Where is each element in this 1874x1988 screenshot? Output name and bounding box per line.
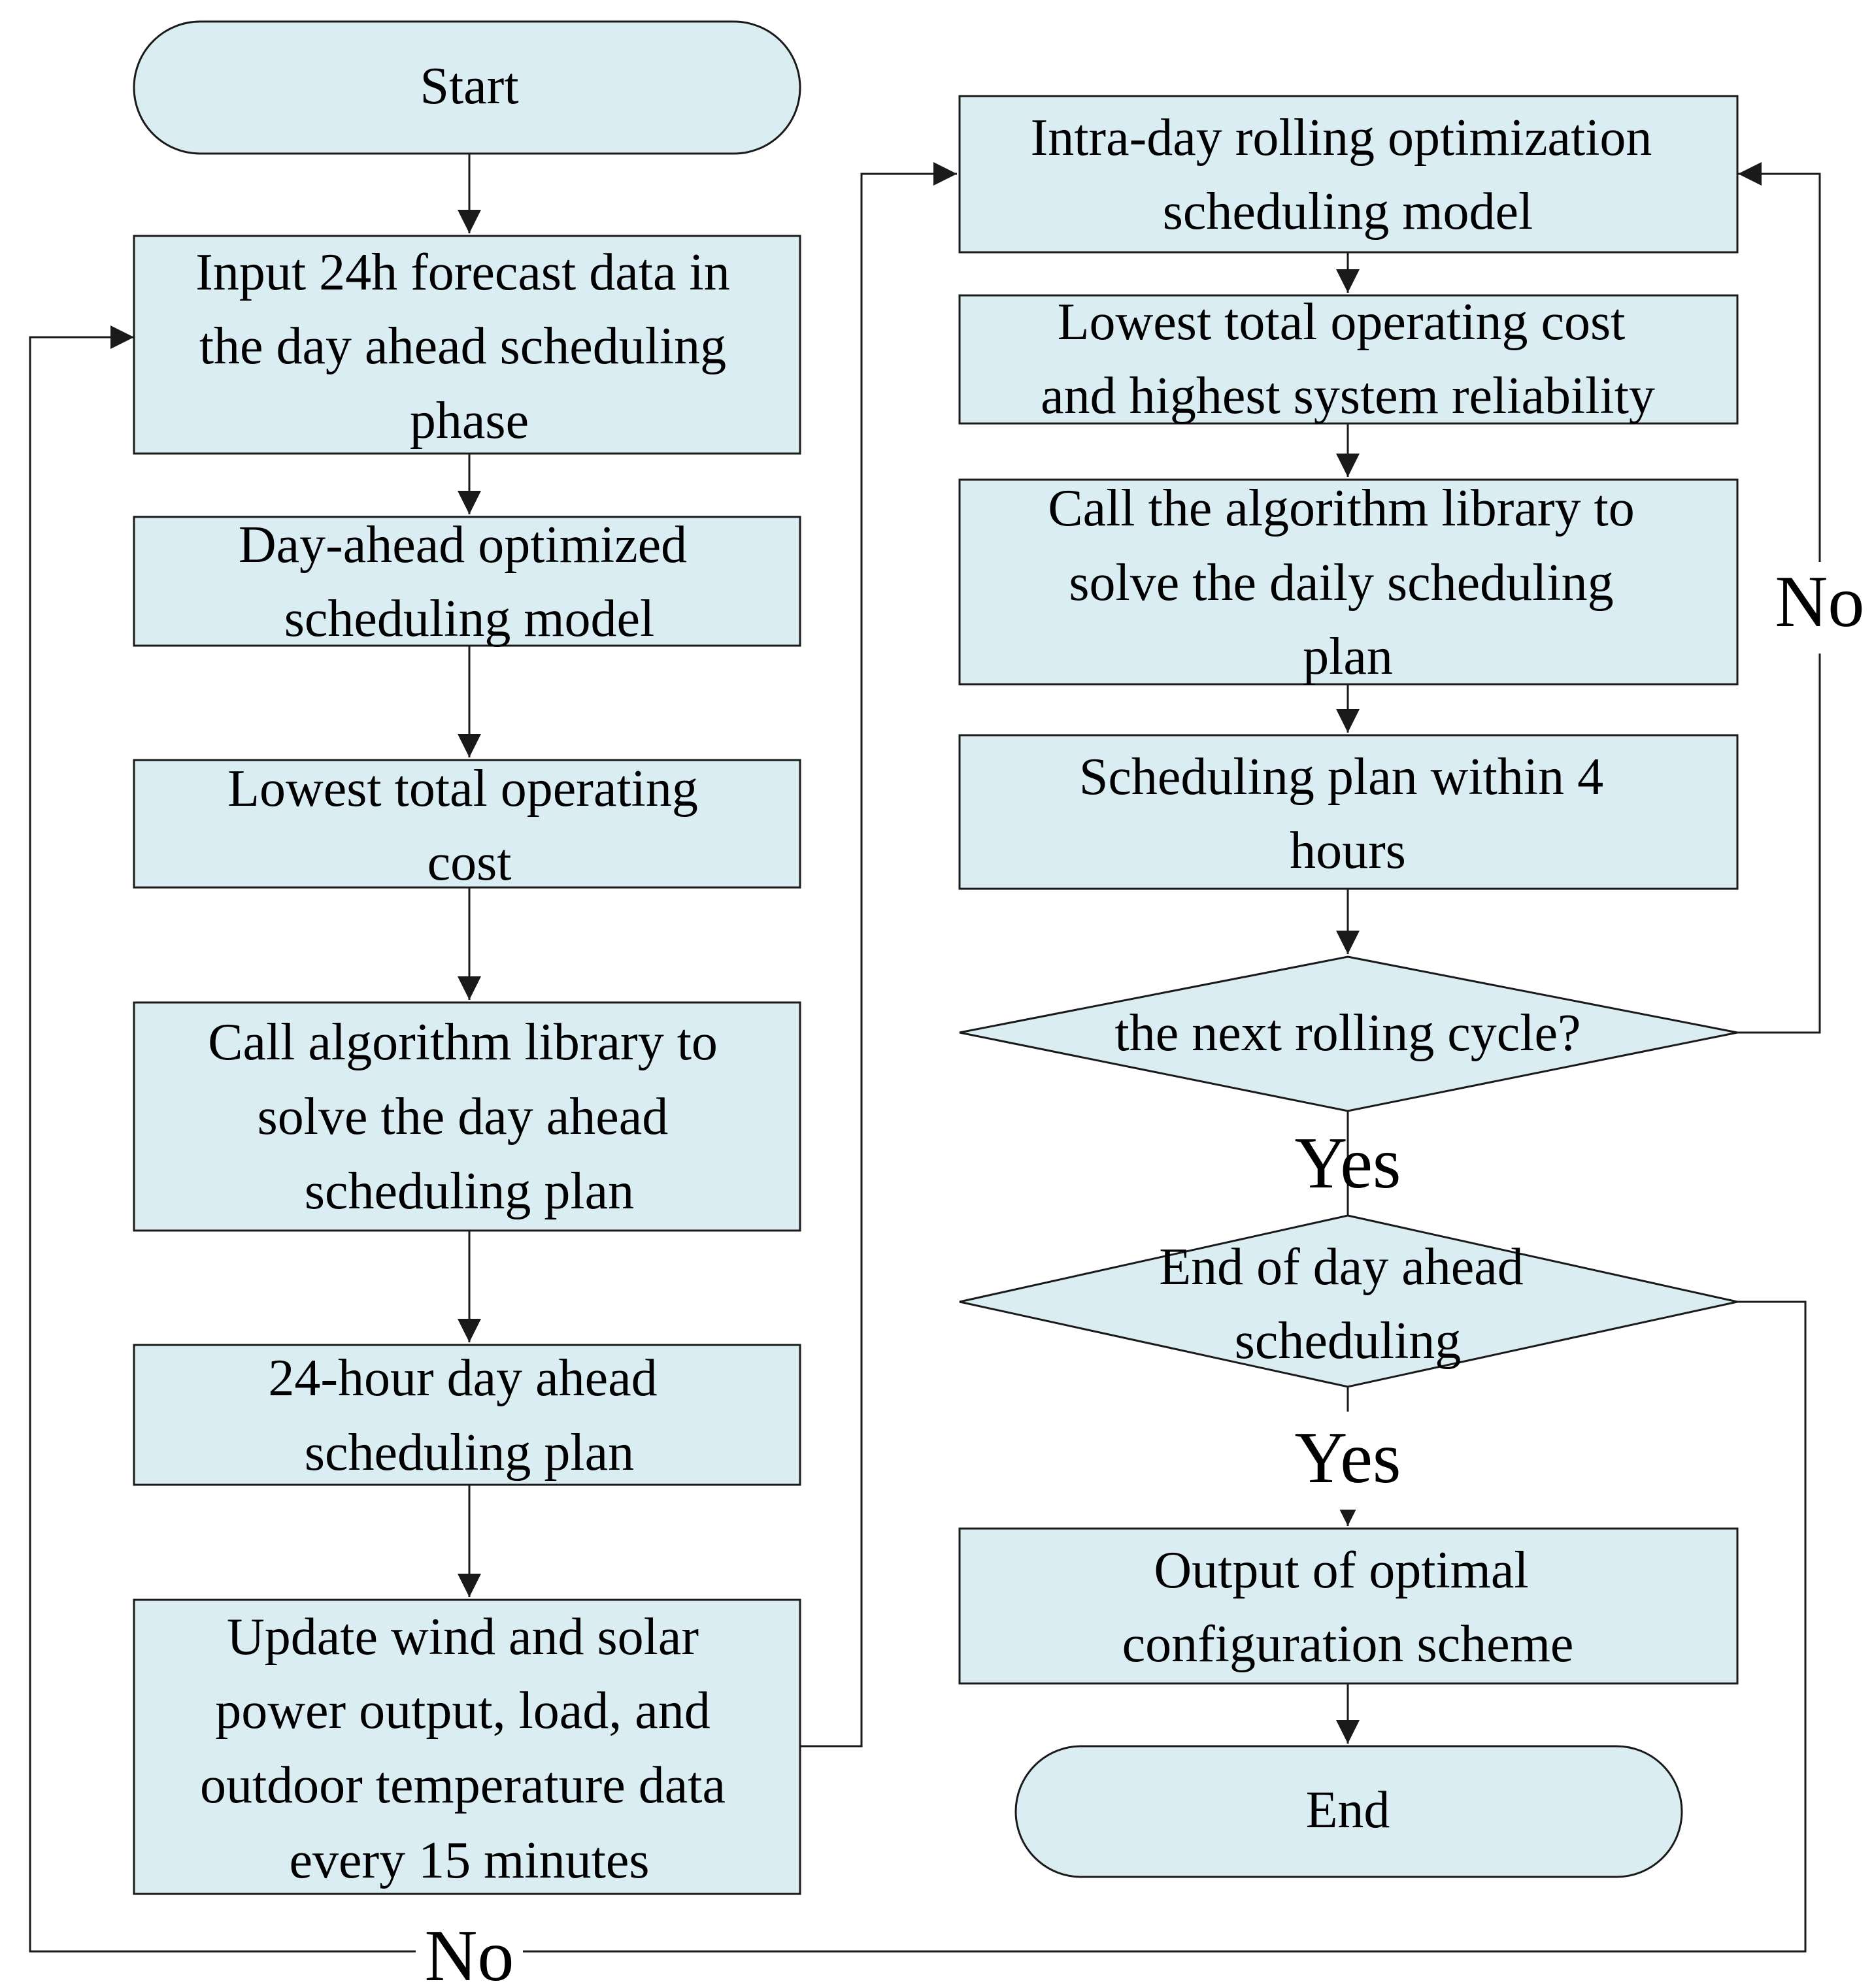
lowest-cost-node: Lowest total operating cost [133,759,801,891]
decision-end-dayahead-shape [959,1214,1738,1388]
intraday-model-line-1: Intra-day rolling optimization [1031,109,1652,167]
edge-end-dayahead-no-loop [29,325,1807,1953]
lowest-cost-line-2: cost [427,834,512,891]
input-forecast-label: Input 24h forecast data in the day ahead… [195,244,743,450]
call-library-daily-label: Call the algorithm library to solve the … [1048,480,1648,686]
update-data-shape [133,1599,801,1895]
call-library-dayahead-label: Call algorithm library to solve the day … [208,1014,731,1220]
end-label: End [1306,1781,1390,1839]
call-library-daily-line-2: solve the daily scheduling [1069,554,1613,612]
dayahead-model-label: Day-ahead optimized scheduling model [239,516,700,648]
start-node: Start [133,20,801,155]
decision-end-dayahead-node: End of day ahead scheduling [959,1214,1738,1388]
intraday-model-label: Intra-day rolling optimization schedulin… [1031,109,1665,240]
intraday-model-line-2: scheduling model [1163,183,1533,240]
decision-end-dayahead-line-2: scheduling [1235,1312,1462,1370]
input-forecast-line-1: Input 24h forecast data in [195,244,730,301]
lowest-cost-reliability-label: Lowest total operating cost and highest … [1041,293,1655,425]
update-data-node: Update wind and solar power output, load… [133,1599,801,1895]
dayahead-model-line-2: scheduling model [284,590,655,648]
lowest-cost-reliability-shape [958,294,1739,425]
lowest-cost-shape [133,759,801,889]
lowest-cost-label: Lowest total operating cost [227,760,711,891]
dayahead-model-shape [133,516,801,647]
call-library-dayahead-line-2: solve the day ahead [258,1088,669,1146]
end-dayahead-no-label-bg [416,1919,523,1988]
plan-4h-shape [958,734,1739,890]
decision-end-dayahead-label: End of day ahead scheduling [1159,1238,1537,1370]
lowest-cost-line-1: Lowest total operating [227,760,698,818]
plan-24h-line-2: scheduling plan [305,1424,634,1482]
update-data-line-2: power output, load, and [215,1682,711,1740]
plan-24h-label: 24-hour day ahead scheduling plan [268,1350,670,1482]
dayahead-model-node: Day-ahead optimized scheduling model [133,516,801,648]
output-scheme-label: Output of optimal configuration scheme [1122,1542,1574,1673]
next-cycle-no-label: No [1775,561,1865,642]
update-data-label: Update wind and solar power output, load… [200,1608,739,1889]
output-scheme-line-1: Output of optimal [1154,1542,1528,1599]
nodes: Start Input 24h forecast data in the day… [133,20,1739,1895]
input-forecast-line-2: the day ahead scheduling [199,318,726,375]
decision-end-dayahead-line-1: End of day ahead [1159,1238,1524,1296]
output-scheme-shape [958,1527,1739,1685]
update-data-line-3: outdoor temperature data [200,1757,726,1814]
call-library-dayahead-shape [133,1001,801,1232]
decision-next-cycle-label: the next rolling cycle? [1114,1004,1581,1062]
input-forecast-node: Input 24h forecast data in the day ahead… [133,235,801,455]
plan-4h-line-2: hours [1290,822,1406,880]
lowest-cost-reliability-line-2: and highest system reliability [1041,367,1655,425]
decision-next-cycle-shape [959,955,1738,1112]
output-scheme-node: Output of optimal configuration scheme [958,1527,1739,1685]
end-dayahead-no-label: No [425,1915,514,1988]
update-data-line-4: every 15 minutes [290,1832,650,1889]
decision-next-cycle-node: the next rolling cycle? [959,955,1738,1112]
plan-24h-shape [133,1344,801,1486]
plan-4h-line-1: Scheduling plan within 4 [1079,748,1603,806]
edge-update-to-intraday-model [800,162,957,1748]
call-library-daily-node: Call the algorithm library to solve the … [958,478,1739,686]
end-dayahead-yes-label: Yes [1295,1417,1401,1499]
plan-4h-label: Scheduling plan within 4 hours [1079,748,1616,880]
input-forecast-shape [133,235,801,455]
next-cycle-no-label-bg [1761,562,1874,654]
call-library-daily-line-1: Call the algorithm library to [1048,480,1635,537]
input-forecast-line-3: phase [410,392,529,450]
dayahead-model-line-1: Day-ahead optimized [239,516,687,574]
call-library-daily-shape [958,478,1739,686]
output-scheme-line-2: configuration scheme [1122,1615,1574,1673]
lowest-cost-reliability-line-1: Lowest total operating cost [1058,293,1626,351]
plan-4h-node: Scheduling plan within 4 hours [958,734,1739,890]
end-dayahead-yes-label-bg [1268,1412,1428,1510]
call-library-dayahead-line-1: Call algorithm library to [208,1014,718,1071]
call-library-dayahead-node: Call algorithm library to solve the day … [133,1001,801,1232]
call-library-daily-line-3: plan [1303,628,1393,686]
intraday-model-node: Intra-day rolling optimization schedulin… [958,95,1739,254]
lowest-cost-reliability-node: Lowest total operating cost and highest … [958,293,1739,425]
call-library-dayahead-line-3: scheduling plan [305,1163,634,1220]
plan-24h-line-1: 24-hour day ahead [268,1350,657,1407]
start-label: Start [420,58,518,115]
next-cycle-yes-label: Yes [1295,1123,1401,1204]
plan-24h-node: 24-hour day ahead scheduling plan [133,1344,801,1486]
intraday-model-shape [958,95,1739,254]
end-shape [1014,1745,1683,1878]
end-node: End [1014,1745,1683,1878]
update-data-line-1: Update wind and solar [227,1608,699,1666]
edge-labels: No Yes Yes No [416,561,1874,1988]
start-shape [133,20,801,155]
